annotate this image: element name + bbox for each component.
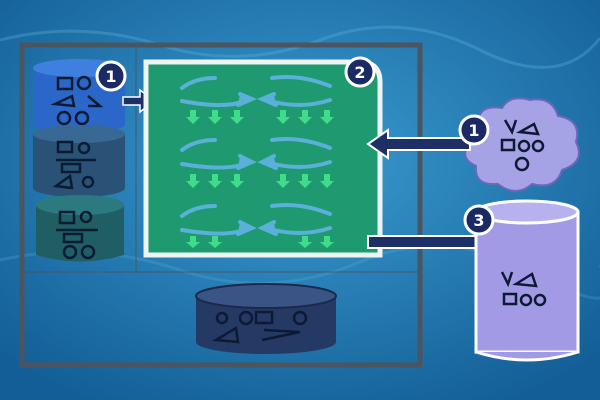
symbol-cluster-icon bbox=[500, 271, 547, 307]
symbol-cluster-icon bbox=[212, 310, 308, 344]
system-boundary-frame bbox=[19, 42, 423, 368]
symbol-cluster-icon bbox=[56, 210, 98, 260]
external-source-cloud bbox=[464, 97, 580, 192]
cylinder-middle-dark bbox=[33, 125, 125, 197]
cylinder-bottom-teal bbox=[36, 195, 124, 262]
badge-target: 3 bbox=[463, 204, 495, 236]
badge-source-stack: 1 bbox=[95, 60, 127, 92]
badge-external-source-label: 1 bbox=[468, 121, 479, 140]
badge-source-stack-label: 1 bbox=[105, 67, 116, 86]
symbol-cluster-icon bbox=[52, 140, 96, 190]
cylinder-bottom-center bbox=[195, 283, 337, 354]
arrow-cloud-to-panel bbox=[366, 128, 471, 160]
circular-arrow-icon bbox=[180, 75, 332, 236]
badge-target-label: 3 bbox=[473, 211, 484, 230]
down-arrow-icon bbox=[186, 110, 334, 248]
circular-arrow-grid bbox=[180, 75, 334, 248]
symbol-cluster-icon bbox=[500, 119, 545, 172]
badge-transform-panel-label: 2 bbox=[354, 63, 365, 82]
symbol-cluster-icon bbox=[50, 75, 104, 126]
cloud-icon bbox=[464, 97, 580, 192]
target-cylinder bbox=[474, 199, 580, 362]
badge-external-source: 1 bbox=[458, 114, 490, 146]
badge-transform-panel: 2 bbox=[344, 56, 376, 88]
transform-panel bbox=[143, 59, 383, 258]
